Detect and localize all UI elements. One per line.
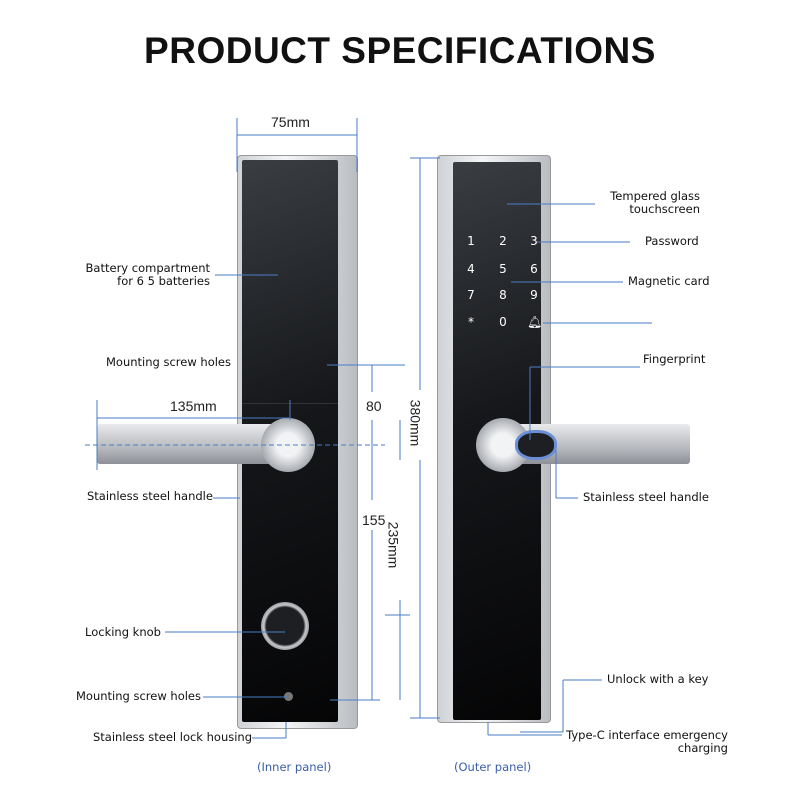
- dim-height: 380mm: [407, 399, 424, 447]
- label-outer-handle: Stainless steel handle: [583, 490, 709, 504]
- label-glass-line2: touchscreen: [629, 202, 700, 216]
- label-battery-line2: for 6 5 batteries: [117, 274, 210, 288]
- dim-lower: 235mm: [385, 521, 402, 569]
- key-9[interactable]: 9: [530, 288, 538, 302]
- label-fingerprint: Fingerprint: [643, 352, 706, 366]
- key-6[interactable]: 6: [530, 262, 538, 276]
- key-3[interactable]: 3: [530, 234, 538, 248]
- label-glass-line1: Tempered glass: [610, 189, 700, 203]
- locking-knob[interactable]: [261, 602, 309, 650]
- dim-handle: 135mm: [170, 398, 217, 414]
- label-typec-line1: Type-C interface emergency: [566, 728, 728, 742]
- label-password: Password: [645, 234, 699, 248]
- key-2[interactable]: 2: [499, 234, 507, 248]
- label-key: Unlock with a key: [607, 672, 709, 686]
- screw-hole-bottom: [284, 692, 293, 701]
- fingerprint-sensor[interactable]: [515, 430, 557, 460]
- label-knob: Locking knob: [85, 625, 161, 639]
- label-typec-line2: charging: [677, 741, 728, 755]
- key-7[interactable]: 7: [467, 288, 475, 302]
- label-battery-line1: Battery compartment: [85, 261, 210, 275]
- doorbell-key-icon[interactable]: 🔔︎: [527, 315, 543, 329]
- label-mount-top: Mounting screw holes: [106, 355, 231, 369]
- dim-screw-spacing: 155: [362, 512, 386, 528]
- caption-outer: (Outer panel): [454, 760, 532, 774]
- key-8[interactable]: 8: [499, 288, 507, 302]
- label-inner-handle: Stainless steel handle: [87, 489, 213, 503]
- key-0[interactable]: 0: [499, 315, 507, 329]
- label-mount-bottom: Mounting screw holes: [76, 689, 201, 703]
- key-4[interactable]: 4: [467, 262, 475, 276]
- key-star[interactable]: *: [468, 315, 474, 329]
- dim-width: 75mm: [271, 114, 310, 130]
- dim-top-screw: 80: [366, 398, 382, 414]
- label-housing: Stainless steel lock housing: [93, 730, 253, 744]
- label-card: Magnetic card: [628, 274, 710, 288]
- key-1[interactable]: 1: [467, 234, 475, 248]
- key-5[interactable]: 5: [499, 262, 507, 276]
- caption-inner: (Inner panel): [257, 760, 332, 774]
- page-title: PRODUCT SPECIFICATIONS: [144, 30, 656, 71]
